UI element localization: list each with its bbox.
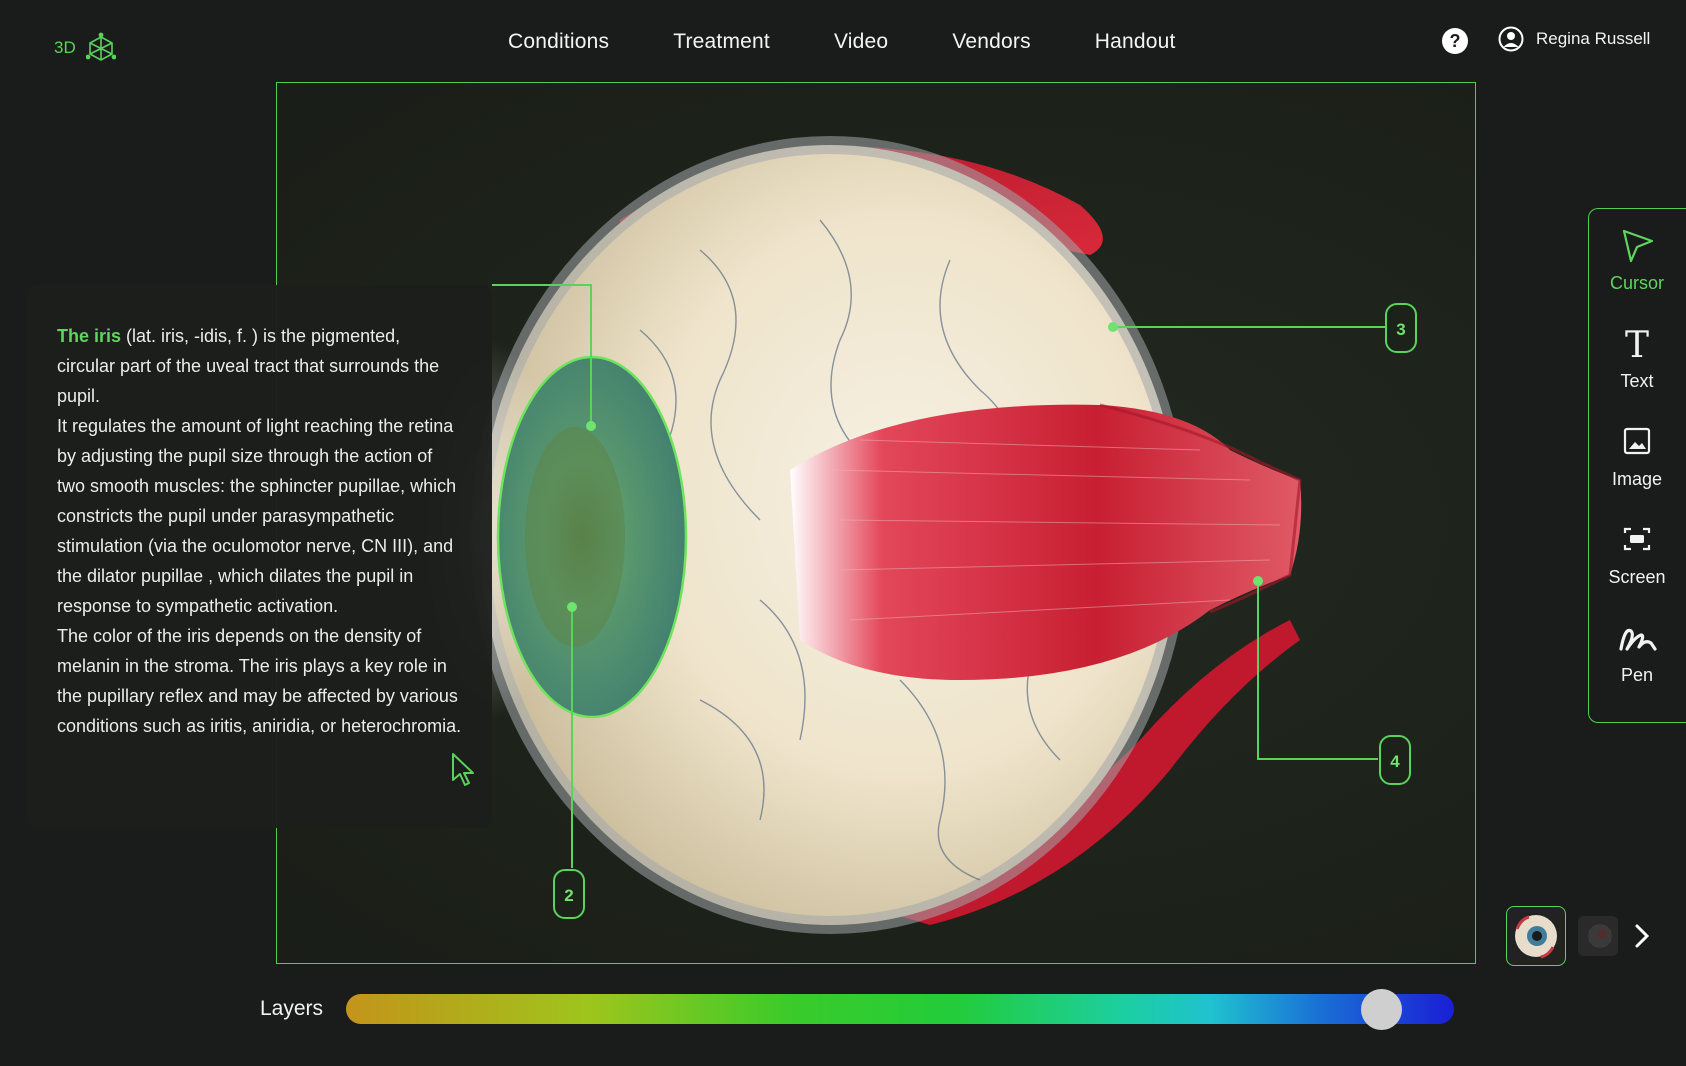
app-logo[interactable]: 3D: [54, 32, 116, 64]
model-thumbnail-eye[interactable]: [1506, 906, 1566, 966]
image-icon: [1623, 427, 1651, 455]
tool-cursor[interactable]: Cursor: [1589, 227, 1685, 294]
callout-label-3[interactable]: 3: [1385, 303, 1417, 353]
nav-vendors[interactable]: Vendors: [952, 30, 1031, 53]
model-preview-icon: [1588, 924, 1612, 948]
tool-panel: Cursor T Text Image Screen Pen: [1588, 208, 1686, 723]
cursor-arrow-icon: [1622, 229, 1654, 263]
layers-slider-track[interactable]: [346, 994, 1454, 1024]
tool-screen[interactable]: Screen: [1589, 521, 1685, 588]
mouse-pointer-icon: [452, 753, 474, 786]
nav-treatment[interactable]: Treatment: [673, 30, 770, 53]
layers-slider-handle[interactable]: [1361, 989, 1403, 1030]
text-t-icon: T: [1625, 325, 1649, 363]
tool-text[interactable]: T Text: [1589, 325, 1685, 392]
user-menu[interactable]: Regina Russell: [1498, 26, 1650, 52]
layers-label: Layers: [260, 997, 324, 1020]
tool-screen-label: Screen: [1608, 567, 1666, 587]
callout-label-2[interactable]: 2: [553, 869, 585, 919]
tool-pen-label: Pen: [1620, 665, 1654, 685]
tool-pen[interactable]: Pen: [1589, 619, 1685, 686]
tool-image-label: Image: [1611, 469, 1663, 489]
eyeball-icon: [1515, 915, 1557, 959]
info-highlight-term[interactable]: The iris: [57, 326, 122, 346]
nav-handout[interactable]: Handout: [1094, 30, 1176, 53]
pen-scribble-icon: [1619, 628, 1657, 651]
tool-text-label: Text: [1620, 371, 1654, 391]
svg-text:T: T: [1625, 325, 1649, 363]
screen-capture-icon: [1623, 527, 1651, 551]
chevron-right-icon[interactable]: [1632, 922, 1652, 950]
main-nav: Conditions Treatment Video Vendors Hando…: [508, 30, 1240, 54]
model-thumbnail-2[interactable]: [1578, 916, 1618, 956]
callout-label-4[interactable]: 4: [1379, 735, 1411, 785]
info-paragraph-3: The color of the iris depends on the den…: [57, 626, 462, 736]
info-paragraph-2: It regulates the amount of light reachin…: [57, 416, 457, 616]
nav-conditions[interactable]: Conditions: [508, 30, 610, 53]
user-name: Regina Russell: [1536, 29, 1651, 48]
nav-video[interactable]: Video: [833, 30, 889, 53]
tool-image[interactable]: Image: [1589, 423, 1685, 490]
info-paragraph-1: The iris (lat. iris, -idis, f. ) is the …: [57, 321, 462, 411]
help-button[interactable]: ?: [1442, 28, 1468, 54]
cube-axes-icon: [85, 32, 116, 61]
tool-cursor-label: Cursor: [1609, 273, 1664, 293]
info-panel: The iris (lat. iris, -idis, f. ) is the …: [27, 285, 492, 828]
user-avatar-icon: [1498, 26, 1524, 52]
info-paragraph-1-text: (lat. iris, -idis, f. ) is the pigmented…: [57, 326, 440, 406]
logo-text: 3D: [54, 38, 76, 57]
